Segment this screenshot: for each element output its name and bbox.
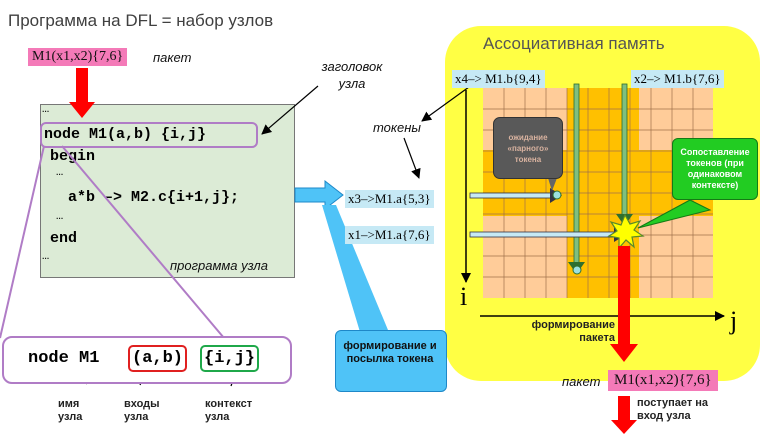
packet-arrow-head — [69, 102, 95, 118]
card-inputs: (a,b) — [128, 345, 188, 372]
assoc-memory-title: Ассоциативная память — [483, 34, 665, 53]
program-caption: программа узла — [170, 258, 268, 273]
token-x4: x4–> M1.b{9,4} — [452, 70, 545, 88]
token-x2: x2–> M1.b{7,6} — [631, 70, 724, 88]
output-arrow-head — [610, 344, 638, 362]
code-line-1: … — [42, 102, 50, 116]
token-arrow-x3 — [469, 192, 553, 199]
code-line-8: … — [42, 249, 50, 263]
card-line-left — [0, 145, 45, 339]
waiting-box: ожидание «парного» токена — [493, 117, 563, 179]
tokens-label: токены — [373, 120, 422, 135]
card-context: {i,j} — [200, 345, 260, 372]
axis-j-label: j — [730, 306, 738, 335]
node-card — [2, 336, 292, 384]
token-arrow-x1 — [469, 231, 617, 238]
packet-bottom-word: пакет — [562, 374, 601, 389]
match-starburst — [607, 213, 645, 250]
token-send-box — [335, 330, 447, 392]
final-arrow-shaft — [618, 396, 630, 421]
final-arrow-head — [611, 420, 637, 434]
token-x3: x3–>M1.a{5,3} — [345, 190, 434, 208]
header-label-arrow — [261, 85, 319, 135]
token-send-callout-pointer — [322, 205, 388, 332]
node-header-highlight — [40, 122, 258, 148]
card-label-context: контекст узла — [205, 398, 253, 423]
packet-bottom: M1(x1,x2){7,6} — [608, 370, 718, 391]
packet-top-word: пакет — [153, 50, 192, 65]
code-statement: a*b –> M2.c{i+1,j}; — [68, 189, 240, 206]
token-dot-x4 — [572, 265, 582, 275]
tokens-arrow-down — [403, 137, 421, 179]
code-line-4: … — [56, 165, 64, 179]
token-arrow-x2 — [621, 83, 628, 217]
token-x1: x1–>M1.a{7,6} — [345, 226, 434, 244]
matching-callout-pointer — [637, 199, 712, 229]
packet-bottom-note: поступает на вход узла — [637, 397, 709, 422]
axis-i-label: i — [460, 282, 468, 311]
code-node-header: node M1(a,b) {i,j} — [44, 126, 207, 143]
token-send-label: формирование и посылка токена — [343, 340, 437, 365]
matching-box: Сопоставление токенов (при одинаковом ко… — [672, 138, 758, 200]
token-dot-x3 — [552, 190, 562, 200]
slide-title: Программа на DFL = набор узлов — [8, 11, 274, 30]
card-line-right — [61, 145, 225, 339]
output-arrow-shaft — [618, 246, 630, 346]
card-label-name: имя узла — [58, 398, 83, 423]
program-block — [40, 104, 295, 278]
card-label-inputs: входы узла — [124, 398, 160, 423]
code-line-6: … — [56, 209, 64, 223]
token-send-arrow — [294, 179, 344, 211]
packet-arrow-shaft — [76, 68, 88, 104]
card-node-name: node M1 — [28, 349, 100, 368]
packet-top: M1(x1,x2){7,6} — [28, 48, 128, 66]
node-header-label: заголовок узла — [321, 59, 383, 91]
packet-forming-label: формирование пакета — [531, 319, 615, 344]
code-begin: begin — [50, 148, 96, 165]
code-end: end — [50, 230, 78, 247]
